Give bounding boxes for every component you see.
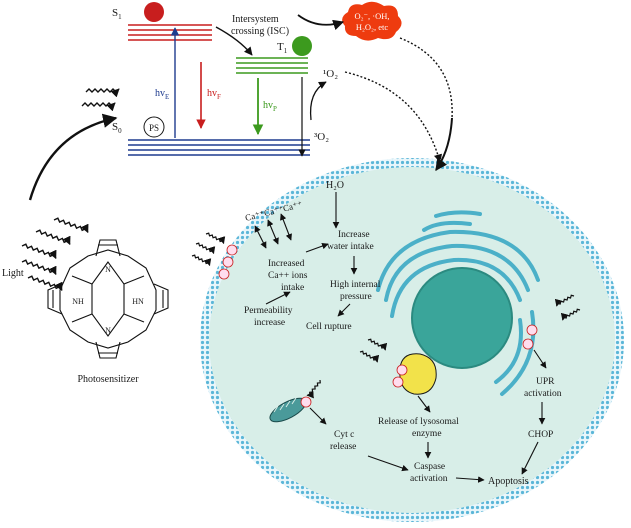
nucleus: [411, 267, 513, 369]
membrane-light-waves: [191, 232, 226, 267]
dotted-arrow-into-cell: [435, 117, 453, 171]
high-pressure-line2: pressure: [340, 292, 372, 302]
triplet-oxygen-label: ³O₂: [314, 131, 329, 143]
mito-to-cytc-arrow: [309, 407, 327, 425]
cell-rupture-label: Cell rupture: [306, 322, 352, 332]
increased-ca-line1: Increased: [268, 259, 305, 269]
cytc-line2: release: [330, 442, 356, 452]
porphyrin-hn-right: HN: [132, 297, 144, 306]
upr-line2: activation: [524, 389, 562, 399]
singlet-oxygen-label: ¹O₂: [323, 68, 338, 80]
photosensitizer-group: Light N NH HN N Photosen: [2, 217, 169, 385]
incident-light-waves-top: [81, 88, 120, 112]
ps-ground-label: PS: [149, 123, 159, 133]
excitation-curve-arrow: [28, 113, 118, 201]
lysosomal-line2: enzyme: [412, 429, 442, 439]
light-label: Light: [2, 268, 24, 279]
porphyrin-nh-left: NH: [72, 297, 84, 306]
lysosome-light-waves: [359, 338, 388, 363]
mitochondria-ps-tag: [300, 396, 312, 408]
cell: Ca⁺⁺Ca⁺⁺Ca⁺⁺ H₂O Increase water intake I…: [191, 158, 624, 522]
increase-water-line2: water intake: [327, 242, 374, 252]
ros-label-line1: O₂⁻, ·OH,: [354, 11, 389, 21]
er-light-waves: [554, 294, 581, 321]
hv-f-label: hvF: [207, 88, 221, 101]
increased-ca-line2: Ca++ ions: [268, 271, 308, 281]
isc-label-line2: crossing (ISC): [231, 26, 289, 37]
lysosome-arrow: [417, 395, 431, 413]
s1-energy-levels: [128, 24, 212, 41]
isc-arrow: [215, 26, 253, 56]
high-pressure-line1: High internal: [330, 280, 381, 290]
membrane-ps-tags: [218, 244, 238, 280]
ros-label-line2: H₂O₂, etc: [356, 22, 389, 32]
increase-water-line1: Increase: [338, 230, 370, 240]
caspase-line2: activation: [410, 474, 448, 484]
t1-electron: [292, 36, 312, 56]
water-label: H₂O: [326, 180, 344, 191]
mitochondria-light-waves: [306, 379, 321, 399]
permeability-line2: increase: [254, 318, 285, 328]
er-to-upr-arrow: [533, 349, 547, 369]
apoptosis-label: Apoptosis: [488, 476, 529, 487]
golgi-er-complex: [376, 210, 540, 396]
hv-p-label: hvP: [263, 100, 277, 113]
dotted-arrow-singlet: [344, 71, 443, 163]
lysosome-ps-tag-1: [396, 364, 408, 376]
s0-label: S0: [112, 121, 122, 135]
isc-label-line1: Intersystem: [232, 14, 279, 25]
lysosome: [399, 353, 437, 395]
porphyrin-n-bottom: N: [105, 326, 111, 335]
hv-e-label: hvE: [155, 88, 169, 101]
lysosomal-line1: Release of lysosomal: [378, 416, 459, 427]
ps-ground-state: [143, 116, 165, 138]
light-waves: [21, 217, 89, 292]
t1-energy-levels: [236, 57, 308, 74]
ca-to-water-arrow: [305, 242, 329, 253]
oxygen-conversion-arrow: [309, 81, 327, 121]
caspase-line1: Caspase: [414, 462, 445, 472]
pressure-to-rupture-arrow: [337, 303, 351, 317]
porphyrin-n-top: N: [105, 265, 111, 274]
upr-line1: UPR: [536, 377, 555, 387]
chop-to-apoptosis-arrow: [521, 441, 539, 475]
s0-energy-levels: [128, 139, 310, 156]
ros-arrow: [297, 14, 345, 31]
increased-ca-line3: intake: [281, 283, 304, 293]
t1-label: T1: [277, 41, 288, 55]
s1-electron: [144, 2, 164, 22]
s1-label: S1: [112, 7, 122, 21]
er-ps-tag-1: [526, 324, 538, 336]
ros-cloud: [342, 1, 402, 41]
photosensitizer-label: Photosensitizer: [77, 374, 139, 385]
caspase-to-apoptosis-arrow: [455, 476, 485, 483]
lysosome-ps-tag-2: [392, 376, 404, 388]
er-ps-tag-2: [522, 338, 534, 350]
porphyrin-structure: [47, 239, 169, 359]
calcium-arrows: [254, 213, 292, 249]
permeability-line1: Permeability: [244, 306, 293, 316]
cell-cytoplasm: [209, 167, 615, 513]
cytc-to-caspase-arrow: [367, 455, 409, 472]
permeability-arrow: [265, 291, 291, 305]
cytc-line1: Cyt c: [334, 430, 354, 440]
chop-label: CHOP: [528, 430, 553, 440]
dotted-arrow-ros: [399, 37, 453, 119]
jablonski-diagram: S1 T1 PS S0 hvE hvF hvP Inters: [112, 1, 453, 163]
